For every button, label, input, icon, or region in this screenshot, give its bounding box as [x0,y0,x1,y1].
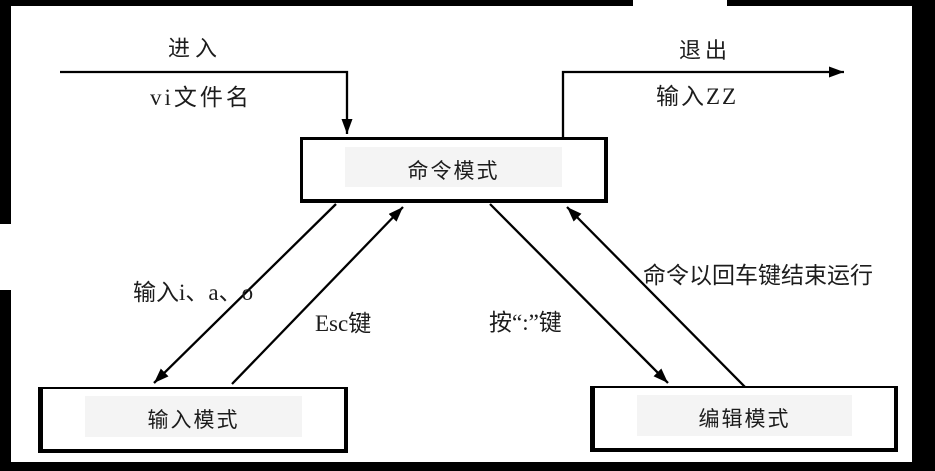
edge-command-to-edit-label: 按“:”键 [489,310,562,335]
scan-border-right [912,0,935,471]
node-edit-mode: 编辑模式 [590,386,898,452]
node-command-mode: 命令模式 [300,137,608,203]
scan-shade [85,396,302,437]
scan-border-bottom [0,462,935,471]
arrow-command-to-edit [489,203,669,384]
edge-exit-label: 退出 [679,38,732,63]
arrow-enter-to-command [60,70,353,134]
node-input-mode-label: 输入模式 [147,408,240,432]
edge-exit-sublabel: 输入ZZ [656,84,739,109]
node-input-mode: 输入模式 [38,387,348,453]
edge-edit-to-command-label: 命令以回车键结束运行 [643,263,873,288]
node-command-mode-label: 命令模式 [407,158,500,183]
scan-shade [636,395,853,436]
scan-border-top [0,0,935,6]
scan-border-left-gap [0,224,11,290]
edge-enter-sublabel: vi文件名 [150,85,252,110]
scan-shade [345,147,562,187]
edge-input-to-command-label: Esc键 [315,311,372,336]
edge-enter-label: 进入 [168,36,223,61]
arrow-edit-to-command [566,206,748,390]
edge-command-to-input-label: 输入i、a、o [133,280,254,305]
arrow-input-to-command [231,206,404,385]
arrow-command-to-input [153,203,337,384]
node-edit-mode-label: 编辑模式 [698,407,791,431]
scan-border-top-gap [633,0,727,6]
arrow-command-to-exit [561,66,844,138]
